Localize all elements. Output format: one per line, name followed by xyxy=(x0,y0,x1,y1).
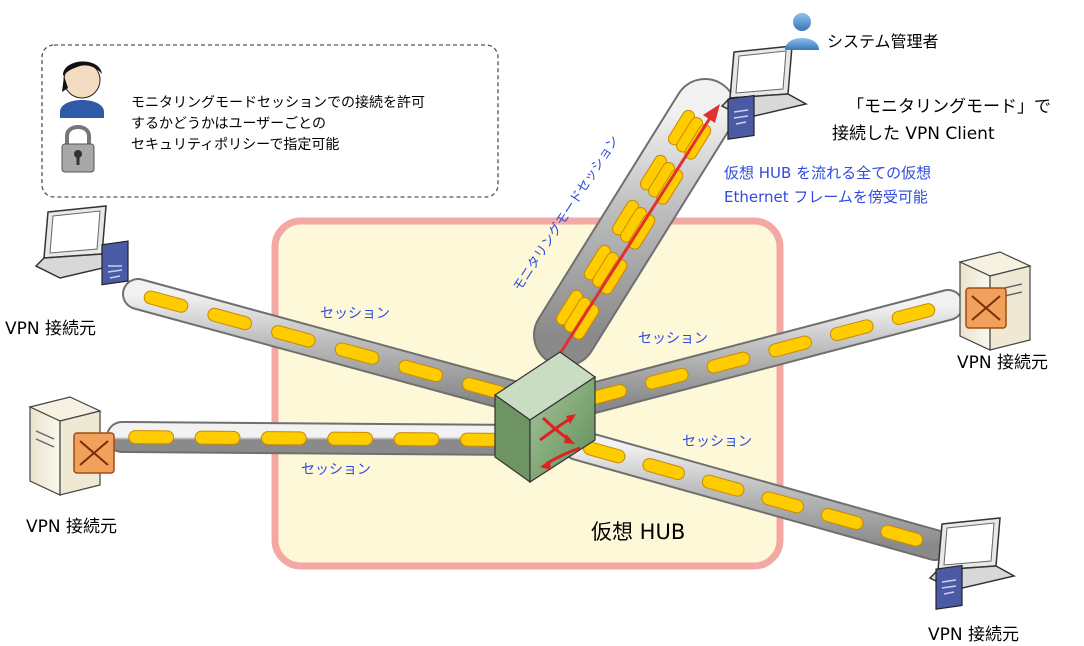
packet-right-top xyxy=(769,336,811,357)
packet-monitoring-lane xyxy=(668,110,694,145)
packet-monitoring-lane xyxy=(621,208,647,242)
packet-monitoring-lane xyxy=(657,170,683,204)
endpoint-label-right-bottom: VPN 接続元 xyxy=(928,625,1019,645)
endpoint-label-right-top: VPN 接続元 xyxy=(957,353,1048,373)
server-icon-left xyxy=(28,396,115,496)
capture-note-line-2: Ethernet フレームを傍受可能 xyxy=(724,188,928,206)
packet-monitoring-lane xyxy=(629,215,655,249)
policy-note-box xyxy=(41,44,499,198)
packet-monitoring-lane xyxy=(649,163,675,197)
packet-monitoring-lane xyxy=(593,253,619,287)
packet-left-top xyxy=(272,326,315,347)
packet-right-bottom xyxy=(583,442,625,463)
packet-monitoring-lane xyxy=(601,260,627,294)
virtual-hub-switch-icon xyxy=(493,351,597,484)
capture-note-line-1: 仮想 HUB を流れる全ての仮想 xyxy=(724,164,931,182)
packet-monitoring-lane xyxy=(573,305,599,339)
packet-right-bottom xyxy=(643,459,684,479)
packet-left-top xyxy=(335,343,379,364)
packet-right-bottom xyxy=(821,509,863,529)
monitoring-capture-arrow xyxy=(554,104,720,361)
admin-label: システム管理者 xyxy=(827,32,939,51)
session-label-right-bottom: セッション xyxy=(682,434,752,450)
laptop-icon-left-top xyxy=(34,205,129,286)
packet-right-bottom xyxy=(881,525,922,546)
packet-left-top xyxy=(399,360,442,382)
packet-left-top xyxy=(208,308,251,330)
packet-right-bottom xyxy=(762,492,803,513)
laptop-icon-monitoring-client xyxy=(720,45,809,140)
packet-left-top xyxy=(144,291,188,312)
packet-monitoring-lane xyxy=(556,290,582,325)
note-line-3: セキュリティポリシーで指定可能 xyxy=(131,137,339,153)
packet-right-top xyxy=(707,352,750,373)
session-label-left-bottom: セッション xyxy=(301,462,371,478)
session-label-left-top: セッション xyxy=(320,306,390,322)
packet-right-bottom xyxy=(702,475,744,496)
endpoint-label-left-top: VPN 接続元 xyxy=(5,319,96,339)
session-label-right-top: セッション xyxy=(638,331,708,347)
endpoint-label-left-bottom: VPN 接続元 xyxy=(26,517,117,537)
packet-right-top xyxy=(646,368,688,389)
laptop-icon-right-bottom xyxy=(928,517,1017,610)
packet-monitoring-lane xyxy=(612,200,638,235)
packet-monitoring-lane xyxy=(584,245,610,280)
packet-layer xyxy=(128,109,936,547)
user-face-icon xyxy=(60,61,104,118)
admin-person-icon xyxy=(785,13,819,50)
packet-left-top xyxy=(463,378,506,399)
padlock-icon xyxy=(61,125,95,173)
packet-right-top xyxy=(892,304,935,324)
note-line-2: するかどうかはユーザーごとの xyxy=(131,116,326,132)
virtual-hub-label: 仮想 HUB xyxy=(591,520,685,544)
server-icon-right xyxy=(958,251,1032,351)
packet-right-top xyxy=(831,320,873,341)
packet-monitoring-lane xyxy=(640,155,666,190)
packet-monitoring-lane xyxy=(685,125,711,159)
packet-monitoring-lane xyxy=(565,298,591,332)
monitor-client-label-line-2: 接続した VPN Client xyxy=(832,124,995,144)
monitor-client-label-line-1: 「モニタリングモード」で xyxy=(847,97,1051,117)
packet-monitoring-lane xyxy=(677,118,703,152)
note-line-1: モニタリングモードセッションでの接続を許可 xyxy=(131,94,425,111)
